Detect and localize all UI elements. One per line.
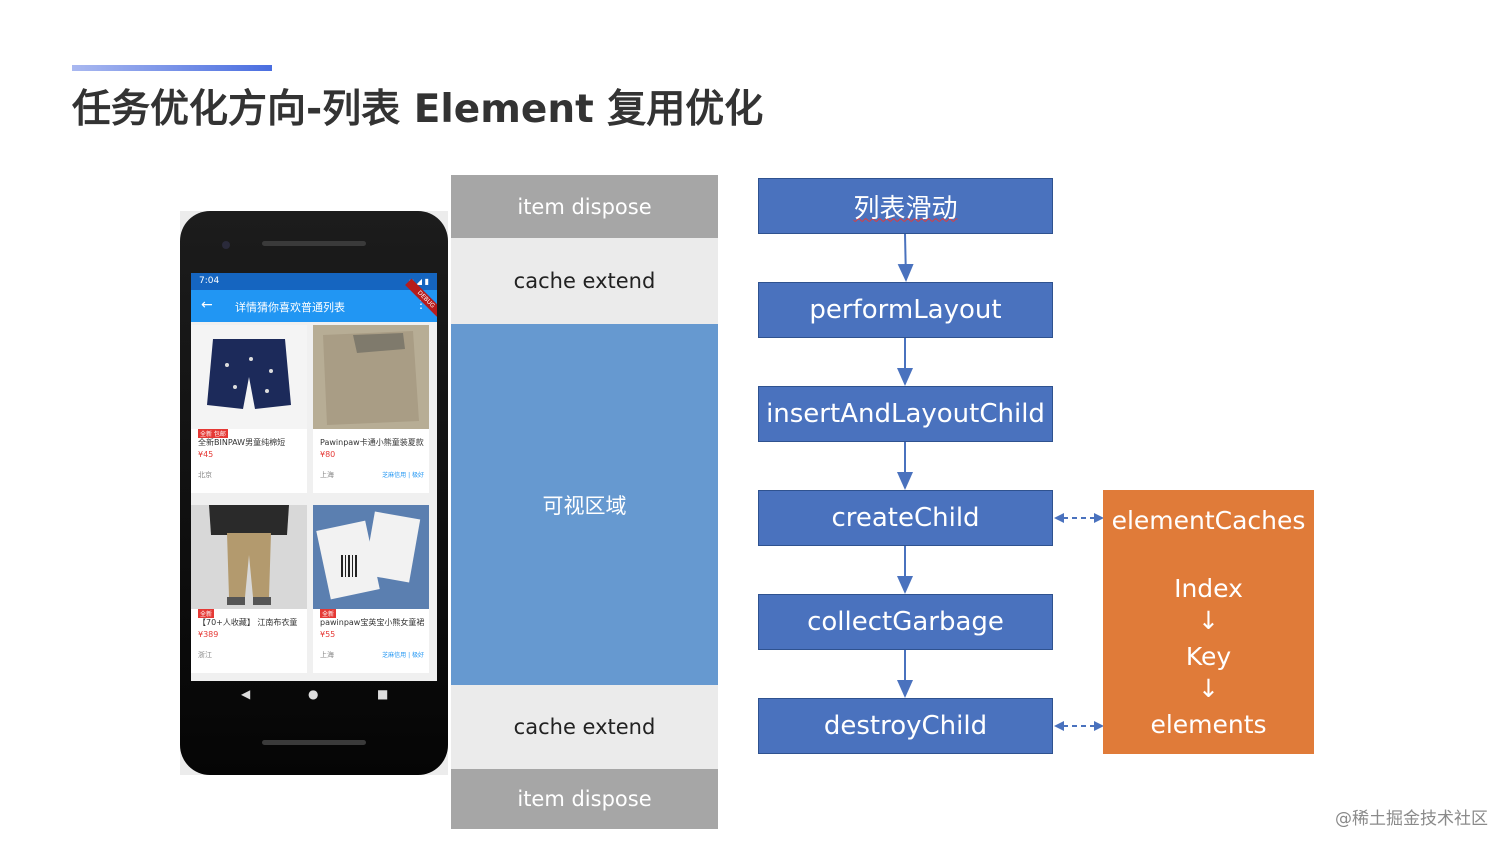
product-name: 全新BINPAW男童纯棉短: [198, 438, 286, 447]
app-bar-title: 详情猜你喜欢普通列表: [235, 301, 345, 314]
speaker-grille: [262, 241, 366, 246]
product-card[interactable]: 全新 pawinpaw宝英宝小熊女童裙 ¥55 上海 芝麻信用 | 极好: [313, 505, 429, 673]
flow-step-label: 列表滑动: [853, 193, 958, 224]
down-arrow-icon: ↓: [1198, 674, 1219, 703]
product-location: 上海: [320, 651, 334, 659]
product-card[interactable]: Pawinpaw卡通小熊童装夏款 ¥80 上海 芝麻信用 | 极好: [313, 325, 429, 493]
phone-mockup: 7:04 ▾ ◢ ▮ ← 详情猜你喜欢普通列表 ⋮ DEBUG: [180, 211, 448, 775]
arrow-1: [897, 233, 914, 282]
product-card[interactable]: 全新 【70+人收藏】 江南布衣童 ¥389 浙江: [191, 505, 307, 673]
product-price: ¥55: [320, 630, 336, 639]
product-price: ¥80: [320, 450, 336, 459]
product-location: 上海: [320, 471, 334, 479]
region-label: 可视区域: [542, 493, 627, 518]
status-bar: 7:04 ▾ ◢ ▮: [191, 273, 437, 290]
product-name: 【70+人收藏】 江南布衣童: [198, 618, 298, 627]
product-tag: 全新: [198, 609, 215, 618]
product-name: Pawinpaw卡通小熊童装夏款: [320, 438, 424, 447]
product-price: ¥45: [198, 450, 214, 459]
phone-screen: 7:04 ▾ ◢ ▮ ← 详情猜你喜欢普通列表 ⋮ DEBUG: [191, 273, 437, 681]
down-arrow-icon: ↓: [1198, 606, 1219, 635]
nav-home-icon[interactable]: ●: [308, 687, 319, 701]
product-image: [191, 505, 307, 609]
product-price: ¥389: [198, 630, 219, 639]
status-time: 7:04: [199, 276, 220, 286]
flow-step-perform-layout: performLayout: [758, 282, 1053, 338]
flow-step-label: destroyChild: [823, 711, 988, 741]
product-image: [191, 325, 307, 429]
page-title: 任务优化方向-列表 Element 复用优化: [72, 87, 764, 132]
flow-step-destroy-child: destroyChild: [758, 698, 1053, 754]
product-location: 北京: [198, 471, 212, 479]
flow-step-label: createChild: [831, 503, 980, 533]
back-arrow-icon[interactable]: ←: [201, 297, 213, 313]
watermark: @稀土掘金技术社区: [1335, 809, 1488, 829]
status-icons: ▾ ◢ ▮: [409, 277, 429, 286]
flow-step-label: collectGarbage: [807, 607, 1004, 637]
flow-step-insert-and-layout-child: insertAndLayoutChild: [758, 386, 1053, 442]
cache-line-key: Key: [1185, 642, 1232, 671]
camera-icon: [222, 241, 230, 249]
region-visible-area: 可视区域: [451, 324, 718, 685]
phone-body: 7:04 ▾ ◢ ▮ ← 详情猜你喜欢普通列表 ⋮ DEBUG: [180, 211, 448, 775]
title-accent-bar: [72, 65, 272, 71]
product-tag: 全新: [320, 609, 337, 618]
system-nav-bar: ◀ ● ■: [191, 683, 437, 709]
cache-line-index: Index: [1174, 574, 1243, 603]
bottom-speaker-grille: [262, 740, 366, 745]
region-label: cache extend: [513, 269, 656, 293]
region-item-dispose-bottom: item dispose: [451, 769, 718, 829]
app-bar: ← 详情猜你喜欢普通列表 ⋮ DEBUG: [191, 278, 437, 322]
region-item-dispose-top: item dispose: [451, 175, 718, 238]
nav-recent-icon[interactable]: ■: [377, 687, 389, 701]
region-label: cache extend: [513, 715, 656, 739]
product-image: [313, 505, 429, 609]
credit-badge: 芝麻信用 | 极好: [382, 652, 424, 659]
flow-step-label: performLayout: [809, 295, 1002, 325]
product-location: 浙江: [198, 651, 212, 659]
cache-box-title: elementCaches: [1111, 506, 1306, 535]
product-tag: 全新 包邮: [198, 429, 228, 438]
flow-step-list-scroll: 列表滑动: [758, 178, 1053, 234]
region-label: item dispose: [517, 787, 652, 811]
flow-step-label: insertAndLayoutChild: [766, 399, 1045, 429]
product-card[interactable]: 全新 包邮 全新BINPAW男童纯棉短 ¥45 北京: [191, 325, 307, 493]
region-label: item dispose: [517, 194, 652, 219]
nav-back-icon[interactable]: ◀: [241, 687, 251, 701]
flow-step-collect-garbage: collectGarbage: [758, 594, 1053, 650]
region-cache-extend-bottom: cache extend: [451, 685, 718, 769]
credit-badge: 芝麻信用 | 极好: [382, 472, 424, 479]
flow-step-create-child: createChild: [758, 490, 1053, 546]
cache-line-elements: elements: [1150, 710, 1267, 739]
product-image: [313, 325, 429, 429]
region-cache-extend-top: cache extend: [451, 238, 718, 324]
element-caches-box: elementCaches Index ↓ Key ↓ elements: [1103, 490, 1314, 754]
product-name: pawinpaw宝英宝小熊女童裙: [320, 618, 425, 627]
